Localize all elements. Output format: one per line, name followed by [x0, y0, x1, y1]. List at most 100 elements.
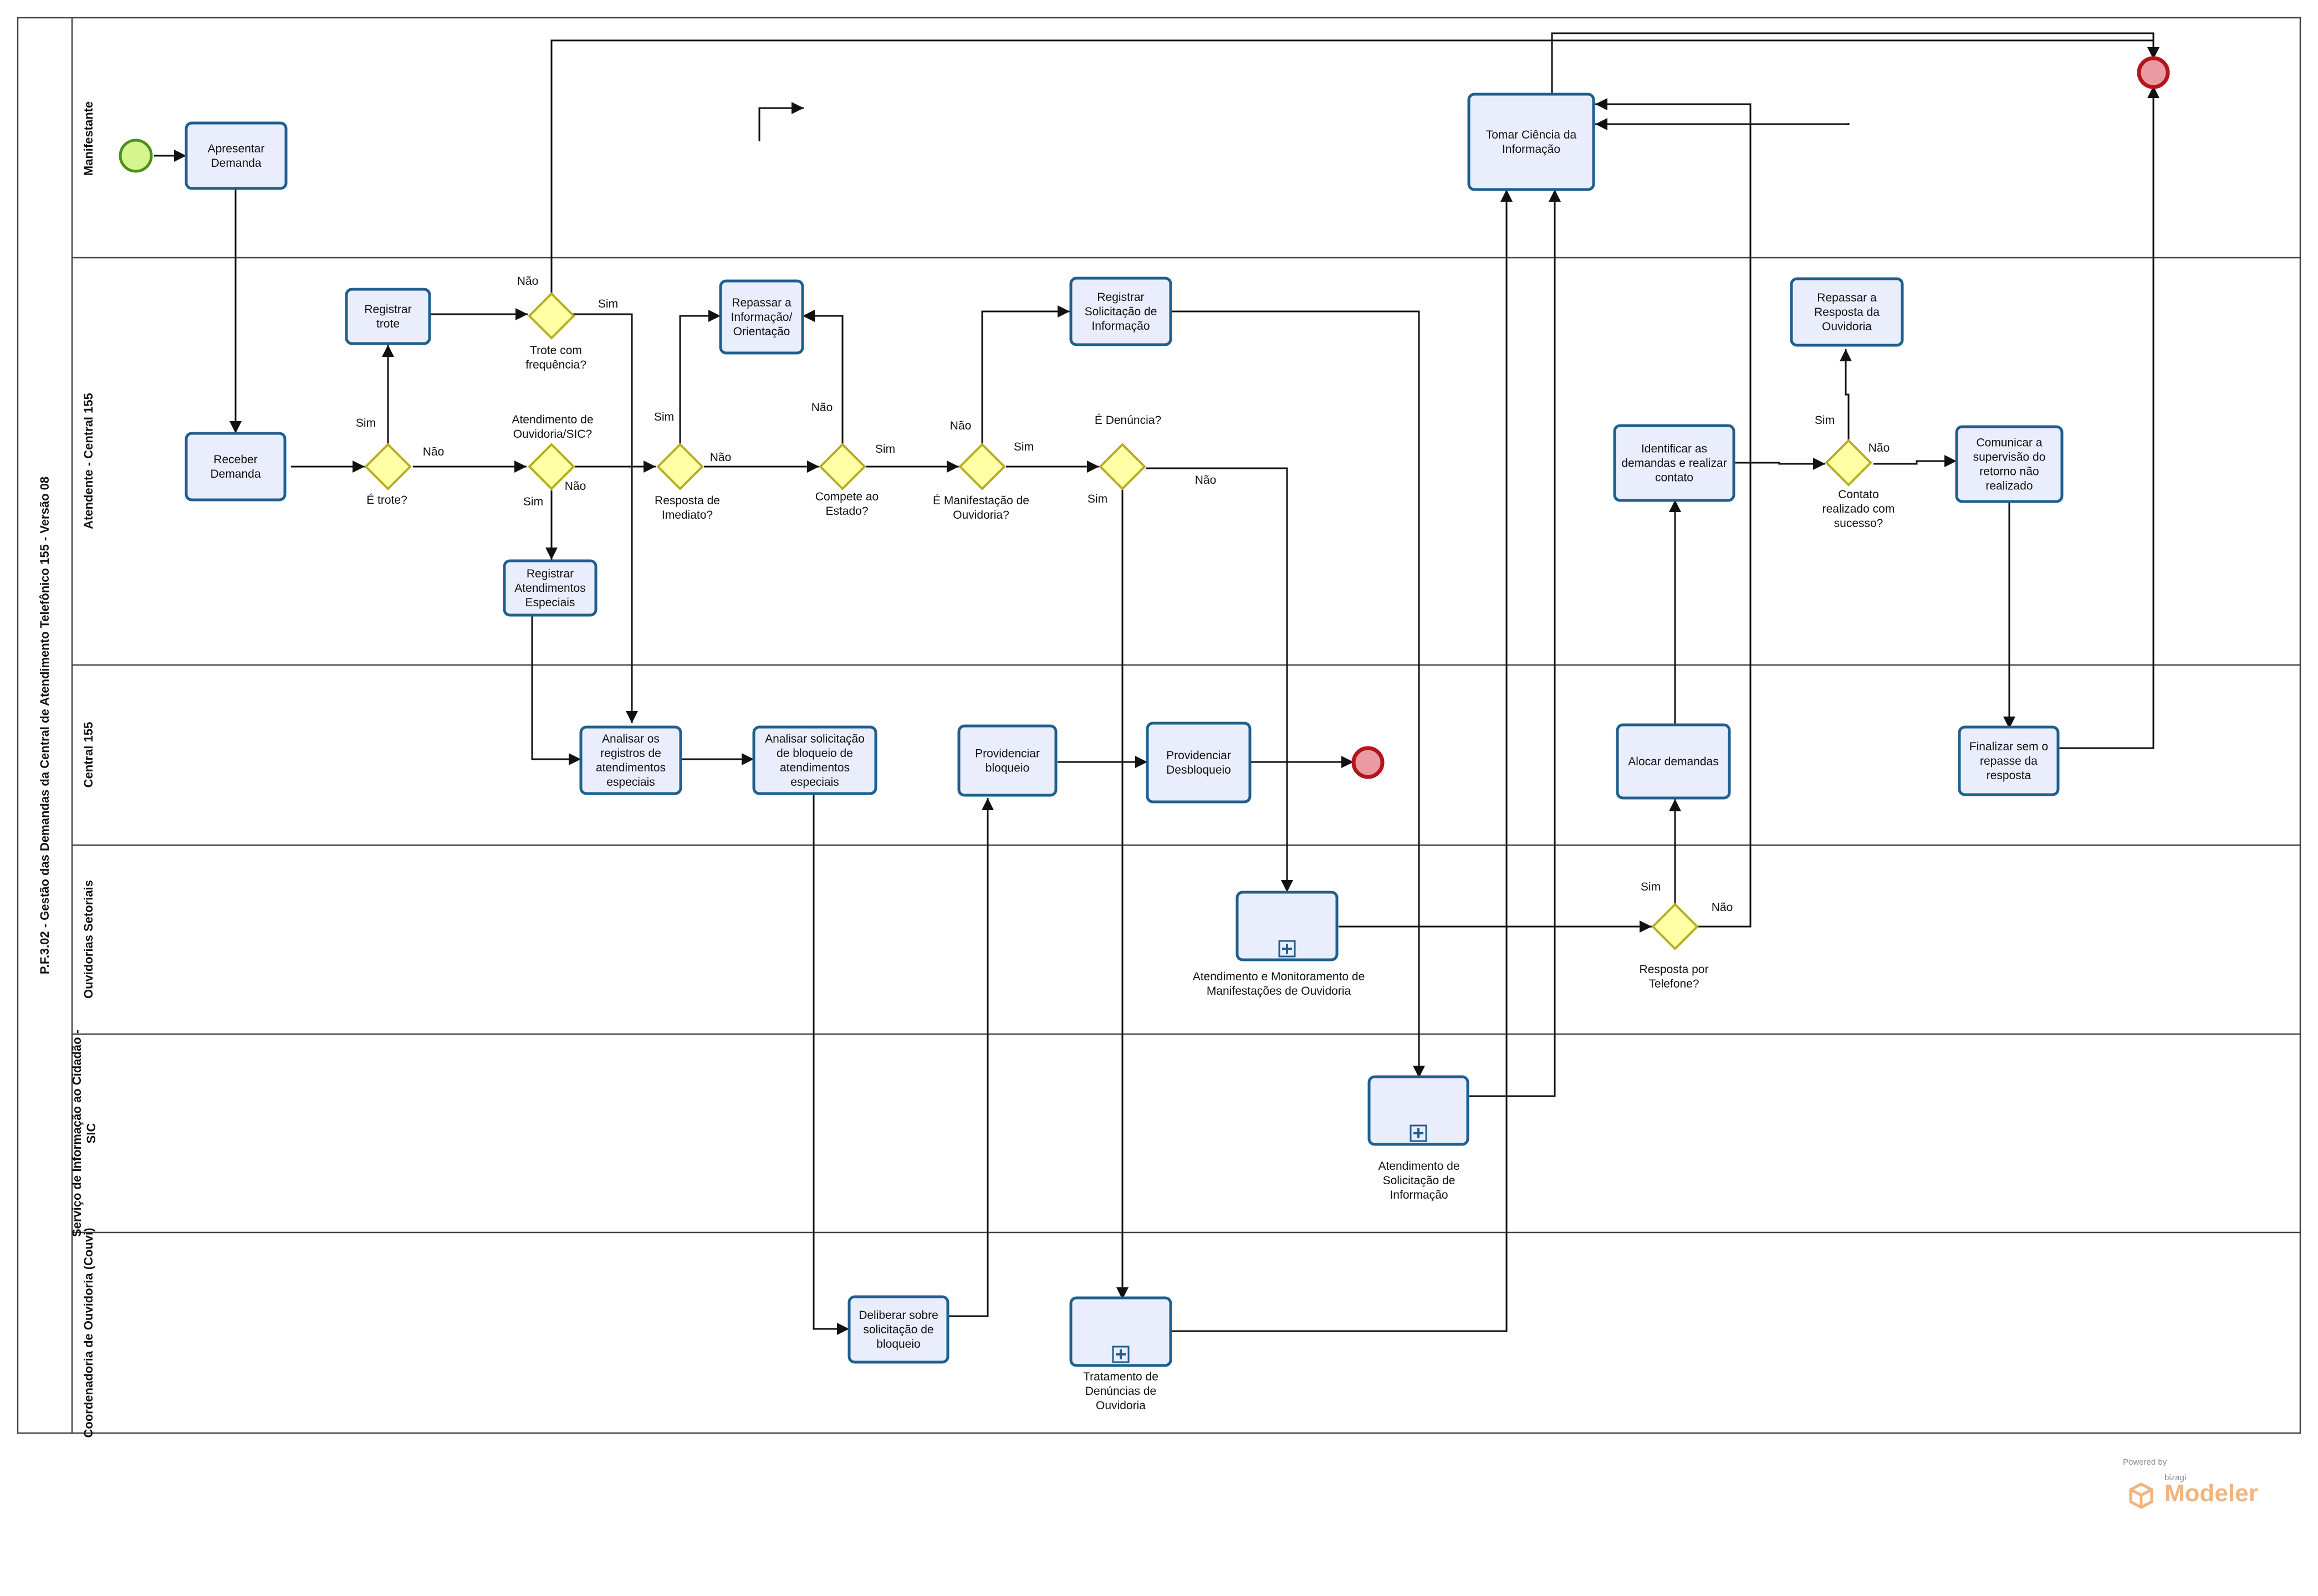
bizagi-cube-icon — [2129, 1482, 2153, 1509]
task-shape[interactable] — [752, 725, 877, 795]
sequence-flow — [572, 313, 638, 723]
modeler-text: Modeler — [2164, 1480, 2258, 1507]
task-shape[interactable] — [579, 725, 682, 795]
task-shape[interactable] — [1069, 277, 1172, 346]
flow-label-nao-manif: Não — [950, 420, 972, 432]
sequence-flow — [1551, 32, 2159, 94]
task-label-line: trote — [376, 318, 400, 330]
gateway-label: Resposta de Imediato? — [655, 494, 720, 521]
subprocess-shape[interactable] — [1069, 1296, 1172, 1367]
task-label-line: Desbloqueio — [1166, 764, 1231, 776]
task-shape[interactable] — [1613, 424, 1735, 502]
task-shape[interactable] — [1146, 722, 1252, 804]
lane-label-line: Coordenadoria de Ouvidoria (Couvi) — [81, 1228, 95, 1438]
gateway-label-line: Imediato? — [662, 509, 713, 521]
lane-label-sic: Serviço de Informação ao Cidadão -SIC — [70, 1030, 98, 1237]
lane-label-manifestante: Manifestante — [81, 101, 95, 176]
task-alocar[interactable]: Alocar demandas — [1616, 723, 1731, 800]
task-label-line: registros de — [600, 747, 661, 760]
task-shape[interactable] — [345, 288, 431, 345]
task-label-line: realizado — [1985, 480, 2033, 493]
subprocess-label-line: Atendimento e Monitoramento de — [1193, 970, 1365, 983]
task-shape[interactable] — [1790, 277, 1904, 347]
sequence-flow — [2057, 86, 2159, 749]
expand-plus-icon[interactable] — [1278, 940, 1296, 958]
subprocess-label-line: Denúncias de — [1085, 1385, 1156, 1398]
task-label-line: Apresentar — [208, 142, 265, 155]
task-shape[interactable] — [185, 432, 287, 502]
task-label-line: Providenciar — [975, 748, 1040, 760]
gateway-label-line: realizado com — [1822, 503, 1895, 515]
subprocess-shape[interactable] — [1367, 1075, 1469, 1146]
subprocess-label-line: Tratamento de — [1083, 1370, 1158, 1383]
gateway-label-line: frequência? — [525, 359, 586, 371]
gateway-label-line: Resposta de — [655, 494, 720, 507]
sequence-flow — [1595, 98, 1752, 928]
task-shape[interactable] — [1958, 725, 2060, 796]
lane-label-line: Manifestante — [81, 101, 95, 176]
sequence-flow — [1873, 455, 1957, 467]
task-shape[interactable] — [503, 559, 598, 617]
subprocess-label-line: Solicitação de — [1383, 1174, 1456, 1187]
task-shape[interactable] — [847, 1295, 949, 1364]
task-shape[interactable] — [1955, 425, 2064, 503]
task-label-line: Orientação — [733, 325, 790, 338]
task-label-line: supervisão do — [1973, 451, 2046, 464]
task-label-line: Alocar demandas — [1628, 755, 1718, 768]
expand-plus-icon[interactable] — [1410, 1124, 1427, 1142]
task-label-line: contato — [1655, 472, 1693, 484]
expand-plus-icon[interactable] — [1112, 1346, 1130, 1363]
task-shape[interactable] — [957, 724, 1058, 797]
sequence-flow — [1595, 118, 1850, 130]
flow-label-nao-denuncia: Não — [1195, 474, 1217, 487]
subprocess-label-line: Informação — [1390, 1189, 1448, 1201]
sequence-flow — [981, 305, 1070, 446]
task-label-line: demandas e realizar — [1621, 457, 1727, 470]
gateway-label-line: Ouvidoria/SIC? — [513, 428, 592, 441]
task-shape[interactable] — [719, 279, 804, 355]
gateway-label-line: Trote com — [530, 344, 582, 357]
gateway-trote-freq: Trote com frequência? — [525, 292, 586, 371]
task-shape[interactable] — [1616, 723, 1731, 800]
task-shape[interactable] — [185, 121, 288, 190]
subprocess-shape[interactable] — [1235, 891, 1339, 961]
task-shape[interactable] — [1467, 93, 1595, 191]
flow-label-sim-trote: Sim — [356, 417, 376, 429]
task-label-line: Demanda — [211, 157, 261, 170]
gateway-label-line: Estado? — [825, 505, 868, 518]
bizagi-watermark: Powered by bizagi Modeler — [2123, 1457, 2267, 1518]
powered-by-text: Powered by — [2123, 1457, 2167, 1467]
flow-label-sim-estado: Sim — [875, 443, 895, 456]
